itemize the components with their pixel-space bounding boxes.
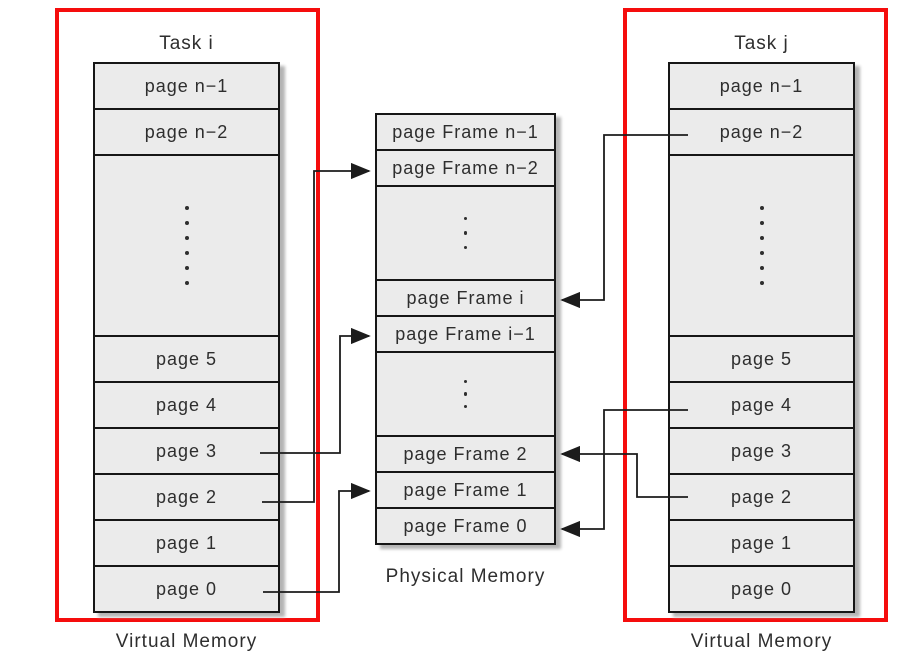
task-i-page-2: page 2 (95, 475, 278, 521)
task-j-title: Task j (734, 33, 789, 54)
task-i-ellipsis (95, 156, 278, 337)
task-i-page-n-2: page n−2 (95, 110, 278, 156)
task-j-page-0: page 0 (730, 578, 793, 599)
task-j-page-n-2: page n−2 (670, 110, 853, 156)
frame-1: page Frame 1 (377, 473, 554, 509)
task-j-page-3: page 3 (670, 429, 853, 475)
task-j-page-4: page 4 (670, 383, 853, 429)
task-i-stack: page n−1 page n−2 page 5 page 4 page 3 p… (93, 62, 280, 613)
frame-i: page Frame i (377, 281, 554, 318)
task-i-page-3: page 3 (95, 429, 278, 475)
frame-i-1: page Frame i−1 (377, 317, 554, 354)
physical-ellipsis-upper (377, 187, 554, 282)
task-i-page-0: page 0 (155, 578, 218, 599)
frame-n-1: page Frame n−1 (377, 115, 554, 151)
task-j-page-n-1: page n−1 (670, 64, 853, 110)
task-j-highlight-box (623, 8, 888, 622)
task-i-page-n-1: page n−1 (95, 64, 278, 110)
frame-0: page Frame 0 (403, 515, 528, 536)
task-j-page-1: page 1 (670, 521, 853, 567)
physical-memory-stack: page Frame n−1 page Frame n−2 page Frame… (375, 113, 556, 545)
task-i-page-1: page 1 (95, 521, 278, 567)
frame-n-2: page Frame n−2 (377, 151, 554, 187)
task-i-caption: Virtual Memory (115, 631, 258, 652)
task-j-ellipsis (670, 156, 853, 337)
physical-memory-caption: Physical Memory (385, 566, 546, 587)
task-i-page-5: page 5 (95, 337, 278, 383)
frame-2: page Frame 2 (377, 437, 554, 473)
task-j-page-5: page 5 (670, 337, 853, 383)
task-i-title: Task i (159, 33, 214, 54)
task-j-stack: page n−1 page n−2 page 5 page 4 page 3 p… (668, 62, 855, 613)
task-i-page-4: page 4 (95, 383, 278, 429)
physical-ellipsis-lower (377, 353, 554, 437)
task-j-caption: Virtual Memory (690, 631, 833, 652)
task-j-page-2: page 2 (670, 475, 853, 521)
